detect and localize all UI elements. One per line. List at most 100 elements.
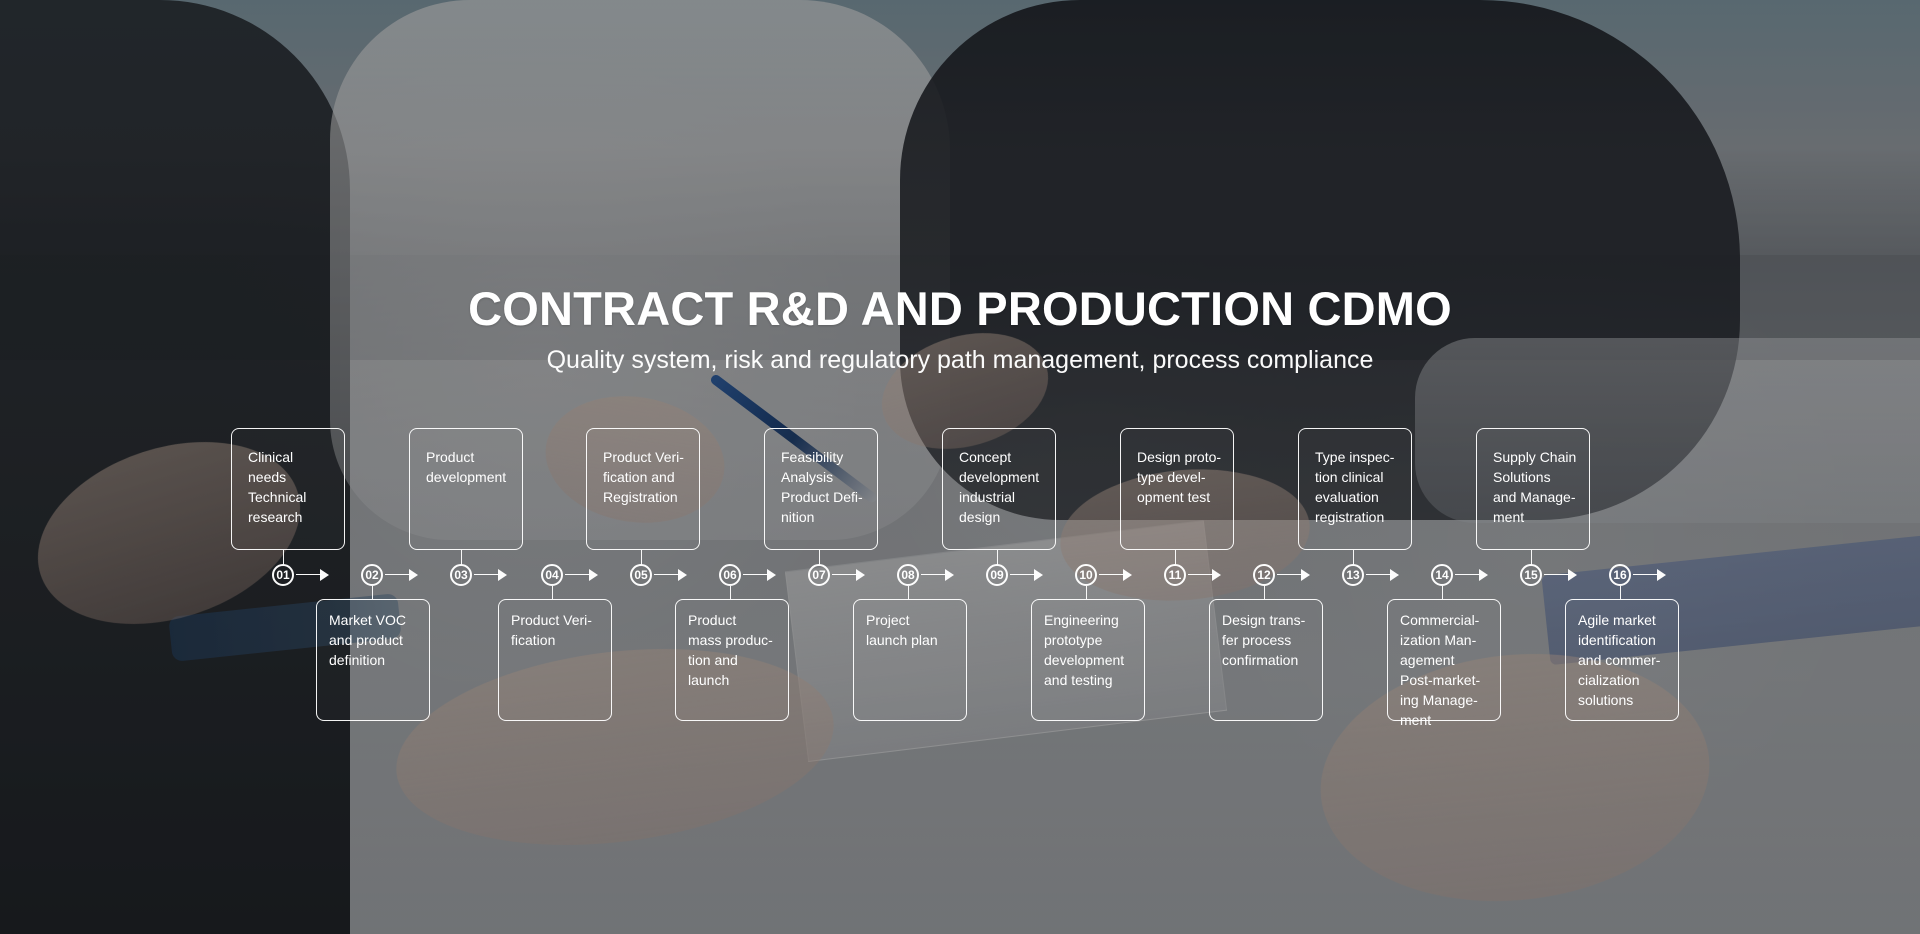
timeline-step-09: 09 bbox=[986, 564, 1046, 586]
step-card-05: Product Veri- fication and Registration bbox=[586, 428, 700, 550]
arrow-line-icon bbox=[1188, 574, 1214, 575]
step-card-label-16: Agile market identification and commer- … bbox=[1578, 612, 1661, 708]
step-card-label-12: Design trans- fer process confirmation bbox=[1222, 612, 1306, 668]
arrow-line-icon bbox=[1010, 574, 1036, 575]
step-number-14: 14 bbox=[1431, 564, 1453, 586]
step-card-label-13: Type inspec- tion clinical evaluation re… bbox=[1315, 449, 1395, 525]
timeline-step-01: 01 bbox=[272, 564, 332, 586]
step-card-label-14: Commercial- ization Man- agement Post-ma… bbox=[1400, 612, 1481, 728]
arrow-line-icon bbox=[1277, 574, 1303, 575]
step-connector-05 bbox=[641, 550, 642, 565]
step-number-04: 04 bbox=[541, 564, 563, 586]
step-card-10: Engineering prototype development and te… bbox=[1031, 599, 1145, 721]
step-number-10: 10 bbox=[1075, 564, 1097, 586]
arrow-line-icon bbox=[832, 574, 858, 575]
step-number-02: 02 bbox=[361, 564, 383, 586]
timeline-step-11: 11 bbox=[1164, 564, 1224, 586]
step-card-label-09: Concept development industrial design bbox=[959, 449, 1040, 525]
step-card-label-03: Product development bbox=[426, 449, 507, 485]
step-card-label-02: Market VOC and product definition bbox=[329, 612, 407, 668]
arrow-right-icon bbox=[1390, 569, 1399, 581]
step-connector-04 bbox=[552, 586, 553, 599]
step-card-02: Market VOC and product definition bbox=[316, 599, 430, 721]
arrow-line-icon bbox=[743, 574, 769, 575]
arrow-line-icon bbox=[385, 574, 411, 575]
step-card-label-04: Product Veri- fication bbox=[511, 612, 592, 648]
page-subtitle: Quality system, risk and regulatory path… bbox=[546, 346, 1374, 374]
step-card-07: Feasibility Analysis Product Defi- nitio… bbox=[764, 428, 878, 550]
timeline-step-06: 06 bbox=[719, 564, 779, 586]
arrow-line-icon bbox=[296, 574, 322, 575]
arrow-right-icon bbox=[1034, 569, 1043, 581]
step-connector-11 bbox=[1175, 550, 1176, 565]
step-connector-06 bbox=[730, 586, 731, 599]
step-number-03: 03 bbox=[450, 564, 472, 586]
step-card-label-08: Project launch plan bbox=[866, 612, 938, 648]
step-connector-08 bbox=[908, 586, 909, 599]
arrow-right-icon bbox=[1123, 569, 1132, 581]
step-card-label-10: Engineering prototype development and te… bbox=[1044, 612, 1125, 688]
arrow-right-icon bbox=[1568, 569, 1577, 581]
step-card-14: Commercial- ization Man- agement Post-ma… bbox=[1387, 599, 1501, 728]
step-number-15: 15 bbox=[1520, 564, 1542, 586]
arrow-right-icon bbox=[1657, 569, 1666, 581]
arrow-line-icon bbox=[474, 574, 500, 575]
step-connector-01 bbox=[283, 550, 284, 565]
step-card-12: Design trans- fer process confirmation bbox=[1209, 599, 1323, 721]
step-connector-03 bbox=[461, 550, 462, 565]
arrow-right-icon bbox=[856, 569, 865, 581]
step-card-label-15: Supply Chain Solutions and Manage- ment bbox=[1493, 449, 1577, 525]
arrow-right-icon bbox=[1479, 569, 1488, 581]
step-number-01: 01 bbox=[272, 564, 294, 586]
arrow-right-icon bbox=[320, 569, 329, 581]
step-connector-12 bbox=[1264, 586, 1265, 599]
step-card-09: Concept development industrial design bbox=[942, 428, 1056, 550]
step-number-13: 13 bbox=[1342, 564, 1364, 586]
timeline-step-04: 04 bbox=[541, 564, 601, 586]
arrow-right-icon bbox=[498, 569, 507, 581]
page-title: CONTRACT R&D AND PRODUCTION CDMO bbox=[468, 282, 1452, 335]
arrow-line-icon bbox=[565, 574, 591, 575]
timeline-step-02: 02 bbox=[361, 564, 421, 586]
step-connector-10 bbox=[1086, 586, 1087, 599]
timeline-step-12: 12 bbox=[1253, 564, 1313, 586]
timeline-step-03: 03 bbox=[450, 564, 510, 586]
arrow-line-icon bbox=[1633, 574, 1659, 575]
arrow-right-icon bbox=[1212, 569, 1221, 581]
step-card-06: Product mass produc- tion and launch bbox=[675, 599, 789, 721]
arrow-line-icon bbox=[1544, 574, 1570, 575]
step-card-08: Project launch plan bbox=[853, 599, 967, 721]
step-card-label-01: Clinical needs Technical research bbox=[248, 449, 307, 525]
step-card-label-07: Feasibility Analysis Product Defi- nitio… bbox=[781, 449, 863, 525]
step-connector-13 bbox=[1353, 550, 1354, 565]
arrow-right-icon bbox=[409, 569, 418, 581]
step-connector-09 bbox=[997, 550, 998, 565]
arrow-line-icon bbox=[1099, 574, 1125, 575]
step-number-09: 09 bbox=[986, 564, 1008, 586]
arrow-right-icon bbox=[678, 569, 687, 581]
timeline-step-13: 13 bbox=[1342, 564, 1402, 586]
timeline-step-07: 07 bbox=[808, 564, 868, 586]
step-card-11: Design proto- type devel- opment test bbox=[1120, 428, 1234, 550]
step-connector-14 bbox=[1442, 586, 1443, 599]
arrow-line-icon bbox=[1366, 574, 1392, 575]
step-card-label-05: Product Veri- fication and Registration bbox=[603, 449, 684, 505]
step-card-label-06: Product mass produc- tion and launch bbox=[688, 612, 773, 688]
step-card-16: Agile market identification and commer- … bbox=[1565, 599, 1679, 721]
step-card-15: Supply Chain Solutions and Manage- ment bbox=[1476, 428, 1590, 550]
step-connector-15 bbox=[1531, 550, 1532, 565]
timeline-step-14: 14 bbox=[1431, 564, 1491, 586]
arrow-right-icon bbox=[945, 569, 954, 581]
step-card-04: Product Veri- fication bbox=[498, 599, 612, 721]
step-number-05: 05 bbox=[630, 564, 652, 586]
step-card-03: Product development bbox=[409, 428, 523, 550]
arrow-right-icon bbox=[589, 569, 598, 581]
timeline-step-08: 08 bbox=[897, 564, 957, 586]
step-connector-02 bbox=[372, 586, 373, 599]
arrow-line-icon bbox=[1455, 574, 1481, 575]
step-number-07: 07 bbox=[808, 564, 830, 586]
timeline-step-10: 10 bbox=[1075, 564, 1135, 586]
step-number-11: 11 bbox=[1164, 564, 1186, 586]
